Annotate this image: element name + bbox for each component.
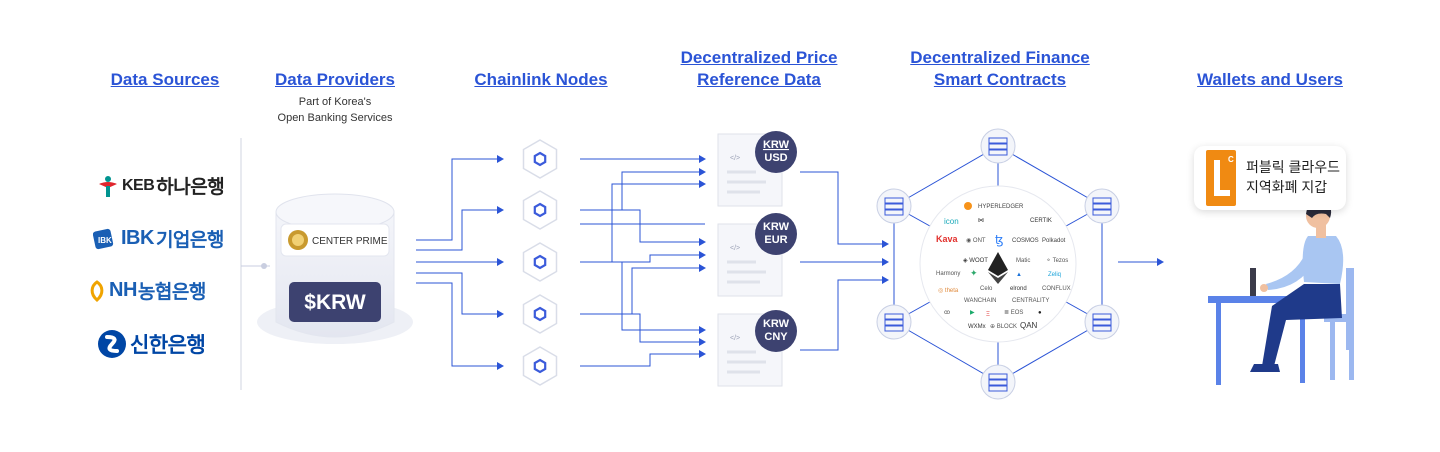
logo-celo: Celo (980, 286, 993, 292)
node-to-feed-arrows (580, 155, 706, 367)
feed-eur-quote: EUR (764, 234, 787, 246)
chainlink-node-4 (522, 294, 558, 334)
logo-icon: icon (944, 217, 959, 226)
svg-text:▲: ▲ (1016, 272, 1022, 278)
svg-text:●: ● (1038, 310, 1042, 316)
svg-text:≣ EOS: ≣ EOS (1004, 310, 1023, 316)
provider-brand: CENTER PRIME (312, 236, 388, 247)
svg-text:⋈: ⋈ (978, 218, 984, 224)
svg-text:</>: </> (730, 335, 740, 342)
chainlink-node-5 (522, 346, 558, 386)
logo-polkadot: Polkadot (1042, 238, 1066, 244)
shinhan-logo-icon (98, 330, 126, 358)
feed-usd-base: KRW (763, 139, 790, 151)
svg-text:Ξ: Ξ (986, 312, 990, 318)
provider-to-node-arrows (416, 155, 504, 370)
sources-connector-dot (261, 263, 267, 269)
svg-text:⚬ Tezos: ⚬ Tezos (1046, 258, 1068, 264)
bank-name-ibk: 기업은행 (155, 230, 224, 251)
feed-eur-base: KRW (763, 221, 790, 233)
header-data-sources: Data Sources (110, 70, 220, 89)
svg-text:ꜩ: ꜩ (995, 233, 1004, 247)
bank-prefix-nh: NH (109, 279, 137, 301)
svg-text:C: C (1228, 155, 1234, 164)
svg-text:CONFLUX: CONFLUX (1042, 286, 1071, 292)
feed-cny-quote: CNY (764, 331, 788, 343)
svg-text:IBK: IBK (98, 236, 112, 245)
feed-cny-base: KRW (763, 318, 790, 330)
defi-server-nodes (876, 128, 1120, 400)
svg-text:</>: </> (730, 245, 740, 252)
header-defi-1: Decentralized Finance (910, 48, 1090, 67)
logo-hyperledger: HYPERLEDGER (978, 204, 1024, 210)
header-price-reference-2: Reference Data (697, 70, 821, 89)
logo-wanchain: WANCHAIN (964, 298, 996, 304)
logo-cosmos: COSMOS (1012, 238, 1039, 244)
defi-logos: HYPERLEDGER icon ⋈ CERTIK Kava ◉ ONT COS… (936, 202, 1071, 330)
data-providers-subtitle-1: Part of Korea's (298, 96, 372, 108)
svg-text:⊕ BLOCK: ⊕ BLOCK (990, 324, 1017, 330)
svg-text:◈ WOOT: ◈ WOOT (963, 258, 988, 264)
svg-text:ꝏ: ꝏ (944, 310, 950, 316)
svg-text:▶: ▶ (970, 310, 975, 316)
header-defi-2: Smart Contracts (933, 70, 1067, 89)
user-illustration (1208, 201, 1354, 385)
svg-text:✦: ✦ (970, 268, 978, 278)
defi-network: HYPERLEDGER icon ⋈ CERTIK Kava ◉ ONT COS… (876, 128, 1120, 400)
feed-krw-cny: </> KRW CNY (717, 310, 797, 387)
bank-prefix-ibk: IBK (121, 227, 154, 249)
logo-centrality: CENTRALITY (1012, 298, 1049, 304)
header-wallets-users: Wallets and Users (1197, 70, 1343, 89)
logo-harmony: Harmony (936, 271, 960, 277)
chainlink-node-2 (522, 190, 558, 230)
data-provider-database: CENTER PRIME $KRW (257, 193, 413, 344)
chainlink-node-3 (522, 242, 558, 282)
svg-text:</>: </> (730, 155, 740, 162)
svg-text:CERTIK: CERTIK (1030, 218, 1052, 224)
ibk-logo-icon: IBK (93, 228, 114, 249)
feed-krw-eur: </> KRW EUR (717, 213, 797, 297)
keb-hana-logo-icon (99, 175, 117, 197)
bank-shinhan: 신한은행 (97, 329, 206, 359)
header-price-reference-1: Decentralized Price (680, 48, 838, 67)
svg-text:Zeliq: Zeliq (1048, 272, 1061, 278)
feed-usd-quote: USD (764, 152, 787, 164)
wallet-label-line2: 지역화폐 지갑 (1246, 179, 1328, 195)
bank-name-shinhan: 신한은행 (130, 334, 206, 357)
logo-elrond: elrond (1010, 286, 1027, 292)
logo-qan: QAN (1020, 321, 1038, 330)
logo-matic: Matic (1016, 258, 1030, 264)
bank-name-hana: 하나은행 (156, 177, 225, 198)
bank-prefix-keb: KEB (122, 176, 155, 194)
header-data-providers: Data Providers (275, 70, 395, 89)
bank-name-nh: 농협은행 (137, 282, 206, 303)
wallet-app-icon: C (1206, 150, 1236, 206)
svg-text:WXMx: WXMx (968, 324, 986, 330)
logo-kava: Kava (936, 234, 959, 244)
wallet-label: 퍼블릭 클라우드 지역화폐 지갑 (1246, 157, 1340, 197)
bank-ibk: IBK IBK 기업은행 (93, 225, 224, 252)
header-chainlink-nodes: Chainlink Nodes (474, 70, 608, 89)
svg-text:◉ ONT: ◉ ONT (966, 238, 986, 244)
svg-text:◎ theta: ◎ theta (938, 288, 959, 294)
feed-to-defi-arrows (800, 171, 889, 351)
provider-token: $KRW (304, 291, 366, 314)
bank-keb-hana: KEB 하나은행 (96, 172, 225, 199)
wallet-label-line1: 퍼블릭 클라우드 (1246, 159, 1341, 175)
nh-logo-icon (90, 279, 104, 302)
bank-nh: NH 농협은행 (88, 277, 206, 304)
chainlink-node-1 (522, 139, 558, 179)
data-providers-subtitle-2: Open Banking Services (277, 112, 393, 124)
feed-krw-usd: </> KRW USD (717, 131, 797, 207)
chainlink-nodes (522, 139, 558, 386)
